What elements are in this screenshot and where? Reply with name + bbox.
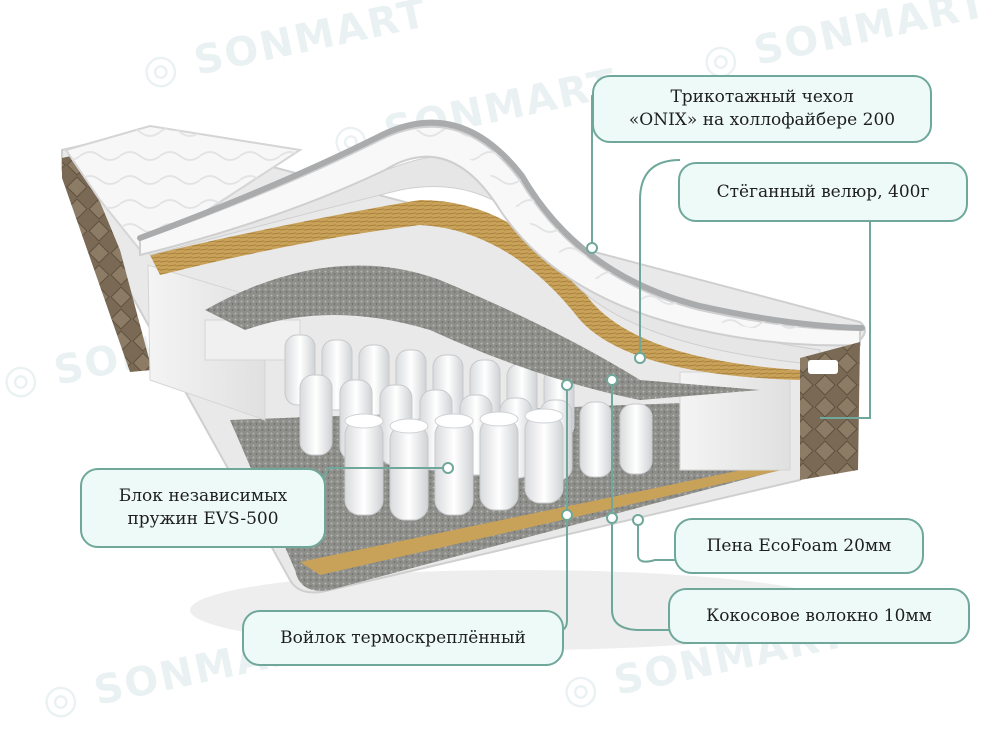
label-velour: Стёганный велюр, 400г — [678, 162, 968, 222]
label-ecofoam: Пена EcoFoam 20мм — [674, 518, 924, 574]
callout-dots — [442, 242, 646, 526]
label-felt: Войлок термоскреплённый — [242, 610, 564, 666]
peeled-layers — [137, 119, 865, 400]
brand-tag — [808, 360, 838, 374]
label-cover: Трикотажный чехол «ONIX» на холлофайбере… — [592, 75, 932, 143]
label-coconut: Кокосовое волокно 10мм — [668, 588, 970, 644]
label-springs: Блок независимых пружин EVS-500 — [80, 468, 326, 548]
